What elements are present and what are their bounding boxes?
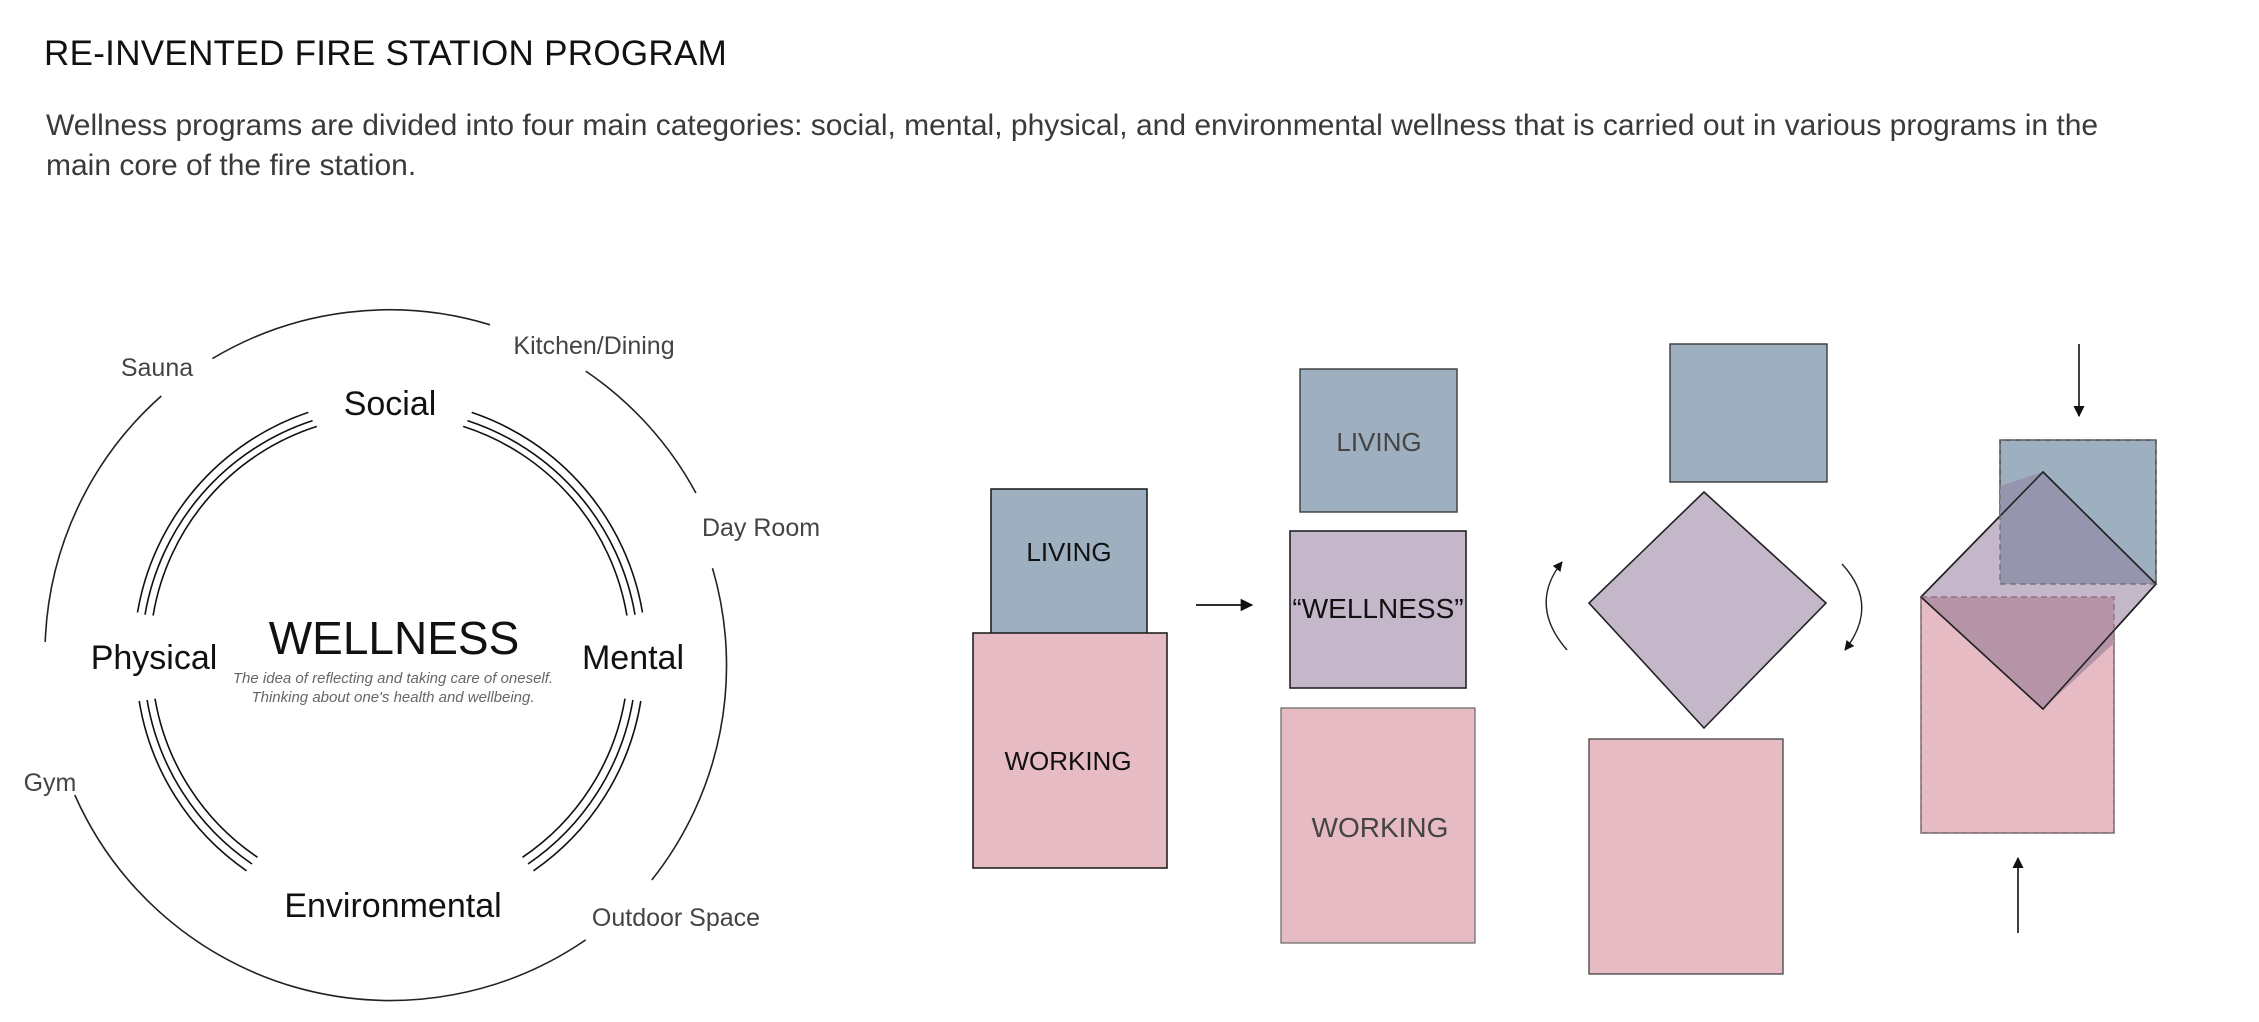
outer-ring-arc [211,309,491,360]
program-label-kitchen-dining: Kitchen/Dining [513,332,674,360]
concept-sequence: LIVING WORKING LIVING “WELLNESS” WORKING [972,343,2158,975]
step-1: LIVING WORKING [972,488,1168,869]
wellness-wheel: Sauna Kitchen/Dining Day Room Gym Outdoo… [24,309,820,1002]
category-label-physical: Physical [91,639,218,677]
working-label: WORKING [1312,812,1449,843]
living-block [990,488,1148,635]
category-label-mental: Mental [582,639,684,677]
inner-ring-arc [462,425,628,616]
wellness-description-line-2: Thinking about one's health and wellbein… [251,689,534,706]
living-label: LIVING [1026,537,1111,567]
inner-ring-arc [467,419,636,615]
page-intro: Wellness programs are divided into four … [46,109,2099,182]
working-block [972,632,1168,869]
step-3 [1545,343,1863,975]
program-label-day-room: Day Room [702,514,820,542]
inner-ring-arc [152,425,318,616]
inner-ring-arc [522,698,626,858]
inner-ring-arc [144,419,313,615]
rotate-arrow-right [1841,563,1863,651]
wellness-center-title: WELLNESS [269,612,520,664]
inner-ring-arc [154,698,258,858]
outer-ring-arc [651,567,728,881]
step-2: LIVING “WELLNESS” WORKING [1280,368,1476,944]
outer-ring-arc [74,794,587,1002]
outer-ring-arc [585,370,697,494]
inner-ring-arc [527,699,634,865]
outer-ring-arc [44,395,162,643]
inner-ring-arc [138,700,247,872]
program-label-outdoor-space: Outdoor Space [592,904,760,932]
living-block [1669,343,1828,483]
inner-ring-arc [146,699,253,865]
overlap-living-wellness [2000,472,2156,584]
step-4 [1919,344,2158,933]
working-block [1588,738,1784,975]
wellness-description-line-1: The idea of reflecting and taking care o… [233,670,553,687]
working-hidden-edge [1920,596,2115,834]
overlap-working-wellness [1921,597,2114,709]
inner-ring-arc [136,411,309,613]
living-block [1299,368,1458,513]
wellness-block-rotated [1587,490,1828,730]
category-label-social: Social [344,385,437,423]
program-label-sauna: Sauna [121,354,193,382]
inner-ring-arc [533,700,642,872]
rotate-arrow-left [1545,561,1568,651]
inner-ring-arc [471,411,644,613]
category-label-environmental: Environmental [284,887,501,925]
wellness-outline [1919,470,2158,711]
working-label: WORKING [1004,746,1131,776]
working-block [1280,707,1476,944]
living-label: LIVING [1336,427,1421,457]
wellness-block [1289,530,1467,689]
page-title: RE-INVENTED FIRE STATION PROGRAM [44,34,728,73]
program-label-gym: Gym [24,769,77,797]
wellness-label: “WELLNESS” [1292,593,1463,624]
